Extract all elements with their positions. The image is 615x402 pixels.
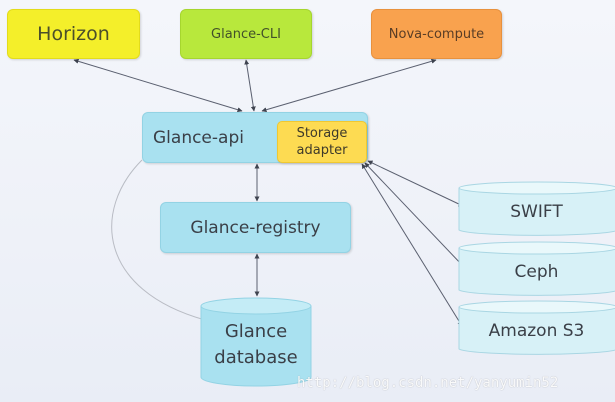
swift-label: SWIFT: [510, 202, 563, 222]
glance-registry-node: Glance-registry: [160, 202, 351, 253]
glance-database-label-line1: Glance: [224, 321, 288, 342]
arrow-adapter-swift: [367, 160, 464, 207]
arrow-nova-api: [261, 58, 437, 113]
swift-cylinder-shape: [458, 181, 615, 236]
arrow-horizon-api: [73, 58, 243, 113]
arrow-adapter-ceph: [364, 162, 464, 267]
amazon-s3-backend-node: Amazon S3: [458, 300, 615, 356]
glance-database-node: Glance database: [200, 297, 312, 387]
nova-compute-node: Nova-compute: [371, 9, 502, 59]
storage-adapter-label-line2: adapter: [296, 143, 348, 158]
ceph-label: Ceph: [514, 262, 559, 282]
curve-api-db: [111, 159, 206, 321]
amazon-s3-label: Amazon S3: [488, 321, 585, 341]
arrow-adapter-amazon: [361, 163, 463, 327]
glance-cli-label: Glance-CLI: [211, 26, 281, 42]
ceph-cylinder-shape: [458, 241, 615, 296]
watermark-url: http://blog.csdn.net/yanyumin52: [297, 375, 559, 391]
glance-registry-label: Glance-registry: [190, 217, 321, 238]
storage-adapter-label-line1: Storage: [296, 126, 348, 141]
glance-cli-node: Glance-CLI: [180, 9, 312, 59]
arrow-cli-api: [244, 59, 256, 112]
database-cylinder-shape: [200, 297, 312, 387]
glance-api-label: Glance-api: [153, 127, 244, 148]
nova-compute-label: Nova-compute: [388, 26, 485, 42]
amazon-s3-cylinder-shape: [458, 300, 615, 355]
horizon-label: Horizon: [37, 23, 110, 45]
horizon-node: Horizon: [7, 9, 140, 59]
swift-backend-node: SWIFT: [458, 181, 615, 237]
storage-adapter-node: Storage adapter: [277, 121, 367, 163]
glance-database-label: Glance database: [200, 319, 312, 371]
glance-database-label-line2: database: [214, 347, 298, 368]
ceph-backend-node: Ceph: [458, 241, 615, 297]
